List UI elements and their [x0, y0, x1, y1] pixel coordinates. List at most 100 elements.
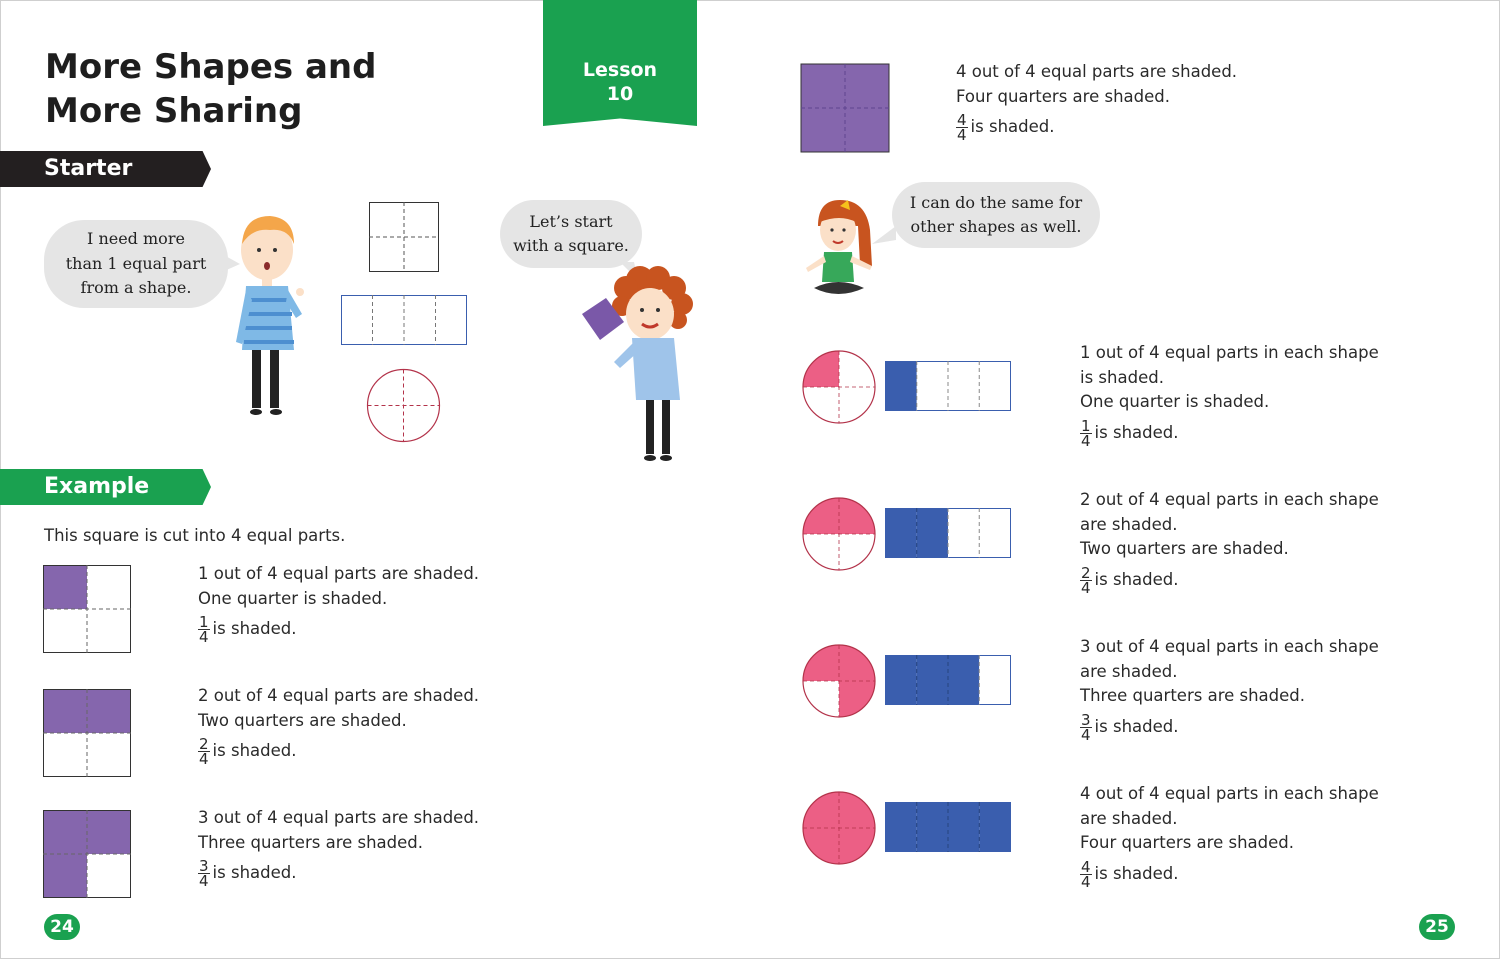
example-text-1: 1 out of 4 equal parts are shaded. One q… [198, 562, 480, 646]
bar-part [979, 508, 1011, 558]
fraction-suffix: is shaded. [970, 117, 1055, 136]
fraction-numerator: 4 [1080, 857, 1092, 876]
fraction-denominator: 4 [1081, 431, 1091, 450]
circle-quarter [803, 645, 839, 681]
fraction-numerator: 2 [198, 735, 210, 753]
circle-quarter [839, 681, 875, 717]
quartered-bar-3 [885, 655, 1011, 705]
curly-hair-child-illustration [582, 266, 693, 461]
starter-rectangle-quartered [341, 295, 467, 345]
fraction-suffix: is shaded. [1094, 569, 1179, 589]
lesson-label: Lesson [582, 59, 658, 81]
row-1-line-3: One quarter is shaded. [1080, 392, 1270, 411]
row-2-line-2: are shaded. [1080, 514, 1178, 534]
bar-part [916, 361, 948, 411]
bar-part [948, 655, 980, 705]
title-line-1: More Shapes and [45, 47, 377, 87]
fraction-denominator: 4 [1081, 872, 1091, 891]
bar-part [948, 361, 980, 411]
boy-speech-line-2: than 1 equal part [65, 253, 207, 273]
fraction-denominator: 4 [1081, 578, 1091, 597]
bar-part [885, 802, 917, 852]
circle-quarter [803, 351, 839, 387]
fraction-suffix: is shaded. [1094, 716, 1179, 736]
boy-speech-line-1: I need more [87, 229, 185, 249]
fraction-numerator: 3 [198, 857, 210, 875]
boy-speech-line-3: from a shape. [80, 278, 192, 298]
circle-quarter [839, 792, 875, 828]
page-title: More Shapes and More Sharing [45, 45, 376, 133]
top-line-2: Four quarters are shaded. [956, 86, 1170, 106]
circle-quarter [839, 351, 875, 387]
example-square-3-quarters [43, 810, 131, 898]
quartered-bar-1 [885, 361, 1011, 411]
row-4-line-2: are shaded. [1080, 808, 1178, 828]
fraction-suffix: is shaded. [1094, 863, 1179, 883]
lesson-number: 10 [606, 83, 634, 105]
fraction-denominator: 4 [199, 628, 209, 646]
boy-illustration [236, 216, 304, 415]
fraction-numerator: 1 [1080, 416, 1092, 435]
example-square-2-quarters [43, 689, 131, 777]
row-3-line-1: 3 out of 4 equal parts in each shape [1080, 637, 1379, 656]
starter-square-quartered [369, 202, 439, 272]
example-3-line-2: Three quarters are shaded. [198, 832, 424, 852]
fraction-numerator: 3 [1080, 710, 1092, 729]
girl-illustration [806, 200, 872, 294]
circle-quarter [839, 828, 875, 864]
top-text: 4 out of 4 equal parts are shaded. Four … [956, 60, 1238, 143]
title-line-2: More Sharing [45, 91, 303, 131]
bar-part [885, 655, 917, 705]
row-3-line-3: Three quarters are shaded. [1080, 686, 1306, 705]
example-1-line-2: One quarter is shaded. [198, 588, 388, 608]
boy-speech-bubble: I need more than 1 equal part from a sha… [44, 220, 228, 308]
circle-quarter [803, 387, 839, 423]
row-4-line-1: 4 out of 4 equal parts in each shape [1080, 784, 1379, 803]
lesson-tab: Lesson 10 [543, 0, 697, 126]
circle-quarter [839, 645, 875, 681]
starter-circle-quartered [366, 368, 441, 443]
circle-quarter [839, 498, 875, 534]
fraction-denominator: 4 [1081, 725, 1091, 744]
top-square-4-quarters [800, 63, 890, 153]
example-1-line-1: 1 out of 4 equal parts are shaded. [198, 564, 480, 583]
fraction-denominator: 4 [199, 872, 209, 890]
example-text-2: 2 out of 4 equal parts are shaded. Two q… [198, 684, 479, 768]
example-banner: Example [0, 469, 211, 505]
row-text-4: 4 out of 4 equal parts in each shape are… [1080, 782, 1379, 889]
circle-quarter [803, 534, 839, 570]
example-intro: This square is cut into 4 equal parts. [44, 526, 346, 545]
top-line-1: 4 out of 4 equal parts are shaded. [956, 62, 1238, 81]
page-number-right: 25 [1419, 914, 1455, 940]
quartered-circle-1 [802, 350, 876, 424]
example-2-line-2: Two quarters are shaded. [198, 710, 407, 730]
square-speech-bubble: Let’s start with a square. [500, 200, 642, 268]
bar-part [948, 802, 980, 852]
quartered-circle-4 [802, 791, 876, 865]
fraction-denominator: 4 [199, 750, 209, 768]
circle-quarter [803, 828, 839, 864]
starter-banner: Starter [0, 151, 211, 187]
circle-quarter [803, 498, 839, 534]
fraction-numerator: 4 [956, 111, 968, 129]
fraction-suffix: is shaded. [212, 741, 297, 760]
row-text-3: 3 out of 4 equal parts in each shape are… [1080, 635, 1379, 742]
fraction-suffix: is shaded. [212, 863, 297, 882]
example-text-3: 3 out of 4 equal parts are shaded. Three… [198, 806, 479, 890]
circle-quarter [839, 534, 875, 570]
row-text-1: 1 out of 4 equal parts in each shape is … [1080, 341, 1379, 448]
quartered-bar-4 [885, 802, 1011, 852]
quartered-circle-3 [802, 644, 876, 718]
example-square-1-quarter [43, 565, 131, 653]
square-speech-line-1: Let’s start [529, 211, 613, 231]
